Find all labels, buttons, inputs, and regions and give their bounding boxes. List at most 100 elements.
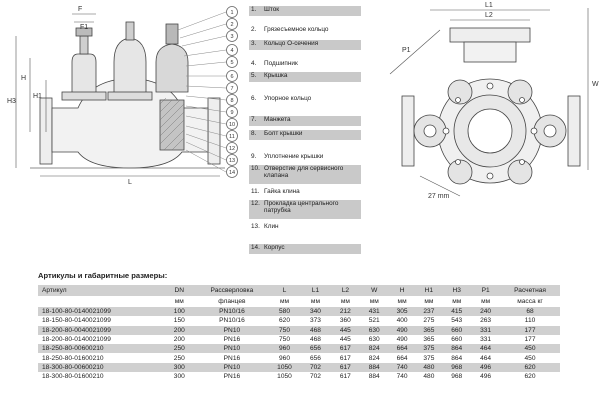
table-header-cell: мм: [279, 298, 290, 305]
table-cell: 580: [279, 308, 291, 316]
table-cell: 18-100-80-0140021099: [42, 308, 111, 316]
dim-label-f1: F1: [80, 24, 88, 31]
table-cell: 18-250-80-01600210: [42, 354, 104, 362]
table-cell: 496: [480, 363, 492, 371]
table-header-cell: L2: [341, 287, 350, 294]
legend-item: 1.Шток: [249, 6, 361, 16]
table-cell: 177: [524, 326, 536, 334]
legend-item: 5.Крышка: [249, 72, 361, 82]
table-cell: 275: [423, 317, 435, 325]
table-row: 18-100-80-0140021099 100 PN10/16 580 340 212 4…: [38, 307, 560, 317]
table-cell: 450: [524, 354, 536, 362]
table-cell: 305: [396, 308, 408, 316]
table-cell: 68: [526, 308, 534, 316]
table-header-cell: мм: [369, 298, 379, 305]
table-header-cell: L1: [311, 287, 320, 294]
table-header-cell: мм: [397, 298, 407, 305]
table-cell: 177: [524, 336, 536, 344]
svg-text:2: 2: [230, 22, 233, 28]
table-cell: 617: [339, 354, 351, 362]
table-cell: 630: [368, 326, 380, 334]
table-cell: 375: [423, 354, 435, 362]
table-cell: 331: [480, 326, 492, 334]
table-cell: 340: [309, 308, 321, 316]
table-cell: 480: [423, 363, 435, 371]
table-header-cell: P1: [481, 287, 490, 294]
table-cell: 656: [309, 354, 321, 362]
table-cell: 431: [368, 308, 380, 316]
svg-text:7: 7: [230, 86, 233, 92]
table-cell: 373: [309, 317, 321, 325]
table-cell: 450: [524, 345, 536, 353]
leader-lines: [177, 11, 227, 173]
table-header-cell: фланцев: [218, 298, 246, 305]
table-cell: 968: [451, 363, 463, 371]
table-cell: PN16: [223, 336, 241, 344]
table-header-cell: Расчетная: [514, 287, 546, 294]
table-cell: 331: [480, 336, 492, 344]
dim-label-f: F: [78, 6, 82, 13]
legend-item: 2.Грязесъемное кольцо: [251, 26, 329, 33]
legend-item: 4.Подшипник: [251, 60, 298, 67]
table-cell: 237: [423, 308, 435, 316]
svg-text:11: 11: [229, 134, 235, 140]
table-cell: 617: [339, 373, 351, 381]
table-cell: 490: [396, 326, 408, 334]
table-header-cell: H: [399, 287, 405, 294]
legend-item: 9.Уплотнение крышки: [251, 153, 324, 160]
table-cell: PN16: [223, 373, 241, 381]
svg-text:14: 14: [229, 170, 235, 176]
dim-label-h1: H1: [33, 93, 42, 100]
legend-item: 7.Манжета: [249, 116, 361, 126]
table-subheader-row: мм фланцев мм мм мм мм мм мм мм мм масса…: [38, 296, 560, 307]
table-cell: 100: [173, 308, 185, 316]
legend-item: 13.Клин: [251, 223, 279, 230]
table-cell: 212: [339, 308, 351, 316]
table-cell: 18-300-80-00600210: [42, 363, 104, 371]
table-cell: 824: [368, 354, 380, 362]
table-cell: PN10/16: [219, 308, 245, 316]
svg-text:5: 5: [230, 60, 233, 66]
svg-text:8: 8: [230, 98, 233, 104]
svg-text:9: 9: [230, 110, 233, 116]
table-cell: PN10: [223, 345, 241, 353]
svg-text:4: 4: [230, 48, 233, 54]
table-header-row: Артикул DN Рассверловка L L1 L2 W H H1 H…: [38, 285, 560, 296]
table-cell: 496: [480, 373, 492, 381]
table-cell: 617: [339, 345, 351, 353]
dim-label-h: H: [21, 75, 26, 82]
table-cell: 400: [396, 317, 408, 325]
table-header-cell: масса кг: [517, 298, 543, 305]
table-cell: 365: [423, 326, 435, 334]
table-cell: 464: [480, 354, 492, 362]
table-cell: 1050: [277, 373, 292, 381]
table-cell: 960: [279, 345, 291, 353]
svg-text:3: 3: [230, 34, 233, 40]
spec-table: Артикул DN Рассверловка L L1 L2 W H H1 H…: [38, 285, 560, 381]
legend-item: 3.Кольцо О-сечения: [249, 40, 361, 50]
table-cell: 110: [524, 317, 536, 325]
table-cell: 490: [396, 336, 408, 344]
legend-item: 14.Корпус: [249, 244, 361, 254]
table-title: Артикулы и габаритные размеры:: [38, 271, 168, 280]
table-cell: 521: [368, 317, 380, 325]
svg-text:1: 1: [230, 10, 233, 16]
dim-label-l2: L2: [485, 12, 493, 19]
table-header-cell: мм: [340, 298, 350, 305]
table-cell: 18-300-80-01600210: [42, 373, 104, 381]
table-cell: 200: [173, 336, 185, 344]
table-cell: 824: [368, 345, 380, 353]
table-cell: 18-200-80-0140021099: [42, 336, 111, 344]
table-cell: 630: [368, 336, 380, 344]
table-cell: 656: [309, 345, 321, 353]
table-header-cell: Рассверловка: [210, 287, 254, 294]
table-cell: 750: [279, 336, 291, 344]
table-cell: 620: [524, 373, 536, 381]
table-cell: 200: [173, 326, 185, 334]
table-cell: 702: [309, 373, 321, 381]
dim-label-h3: H3: [7, 98, 16, 105]
table-header-cell: W: [371, 287, 378, 294]
